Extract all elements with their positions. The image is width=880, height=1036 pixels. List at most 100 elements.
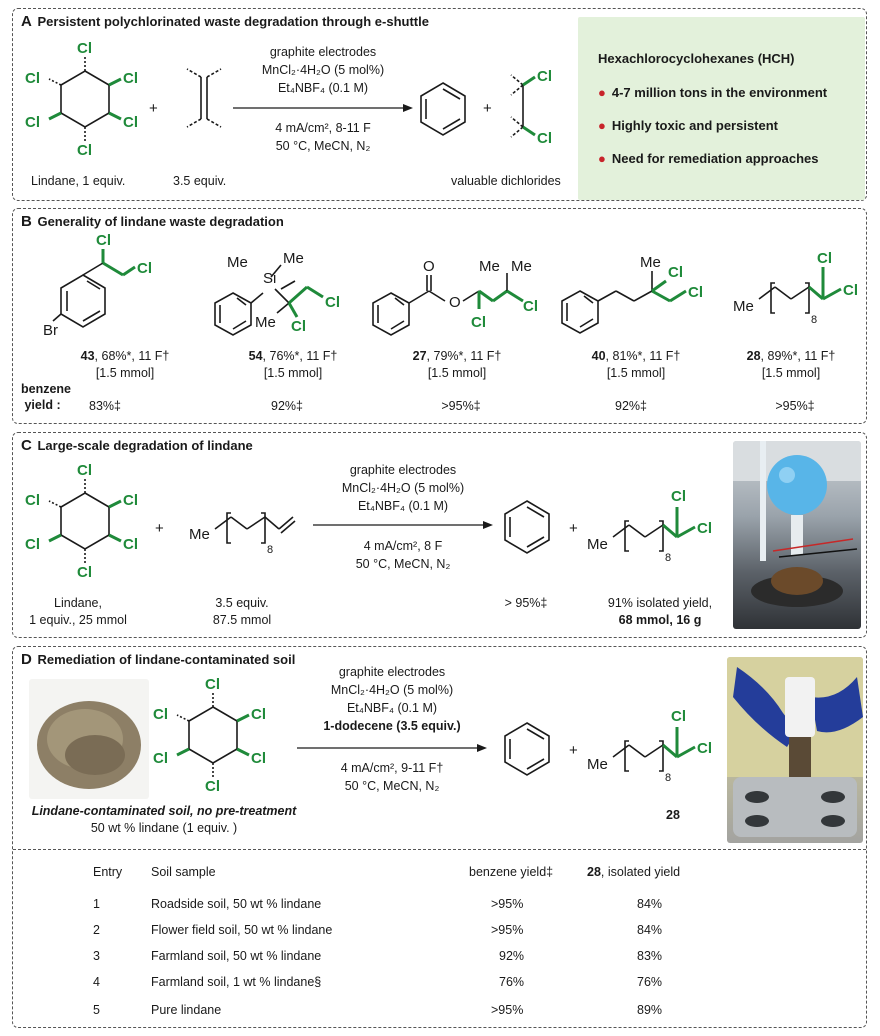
- condition-electrolyte: Et₄NBF₄ (0.1 M): [357, 499, 449, 514]
- condition-temp: 50 °C, MeCN, N₂: [275, 139, 371, 154]
- cell-sample: Farmland soil, 1 wt % lindane§: [151, 975, 322, 989]
- cell-benzene: >95%: [491, 923, 524, 937]
- table-row: 2 Flower field soil, 50 wt % lindane >95…: [13, 923, 866, 943]
- methyl-label: Me: [479, 258, 500, 275]
- cl-atom: Cl: [25, 492, 40, 509]
- cl-atom: Cl: [25, 536, 40, 553]
- panel-a-title: A Persistent polychlorinated waste degra…: [21, 13, 429, 30]
- cl-atom: Cl: [205, 676, 220, 693]
- cl-atom: Cl: [291, 318, 306, 335]
- cl-atom: Cl: [671, 708, 686, 725]
- panel-c: C Large-scale degradation of lindane Cl …: [12, 432, 867, 638]
- panel-d-title: D Remediation of lindane-contaminated so…: [21, 651, 296, 668]
- panel-a: A Persistent polychlorinated waste degra…: [12, 8, 867, 201]
- reaction-arrow: [233, 104, 413, 112]
- benzene-yield: 92%‡: [615, 399, 647, 413]
- cell-isolated: 84%: [637, 897, 663, 911]
- hch-bullet-2: ●Highly toxic and persistent: [598, 118, 779, 133]
- repeat-count: 8: [665, 772, 671, 784]
- cell-entry: 2: [93, 923, 100, 937]
- lindane-structure: Cl Cl Cl Cl Cl Cl: [153, 676, 266, 795]
- methyl-label: Me: [255, 314, 276, 331]
- product-28-structure: Me 8 Cl Cl: [587, 488, 712, 564]
- cl-atom: Cl: [77, 462, 92, 479]
- soil-photo: [29, 679, 149, 799]
- benzene-yield: 83%‡: [89, 399, 121, 413]
- cl-atom: Cl: [25, 114, 40, 131]
- soil-reactor-photo: [727, 657, 863, 843]
- lindane-structure: Cl Cl Cl Cl Cl Cl: [25, 40, 138, 159]
- cell-isolated: 83%: [637, 949, 663, 963]
- cl-atom: Cl: [77, 142, 92, 159]
- repeat-count: 8: [665, 552, 671, 564]
- bullet-icon: ●: [598, 118, 606, 133]
- cell-sample: Pure lindane: [151, 1003, 222, 1017]
- alkene-label: 3.5 equiv. 87.5 mmol: [212, 596, 272, 627]
- alkene-structure: [186, 68, 222, 128]
- table-row: 5 Pure lindane >95% 89%: [13, 1003, 866, 1023]
- compound-caption: 54, 76%*, 11 F† [1.5 mmol]: [248, 349, 338, 380]
- lindane-label: Lindane, 1 equiv.: [31, 174, 126, 188]
- table-row: 3 Farmland soil, 50 wt % lindane 92% 83%: [13, 949, 866, 969]
- cl-atom: Cl: [251, 706, 266, 723]
- methyl-label: Me: [733, 298, 754, 315]
- compound-40-structure: Me Cl Cl: [561, 254, 703, 334]
- condition-catalyst: MnCl₂·4H₂O (5 mol%): [341, 481, 465, 496]
- lindane-label: Lindane, 1 equiv., 25 mmol: [29, 596, 127, 627]
- condition-electrolyte: Et₄NBF₄ (0.1 M): [346, 701, 438, 716]
- repeat-count: 8: [267, 544, 273, 556]
- condition-electrodes: graphite electrodes: [338, 665, 446, 679]
- oxygen-atom: O: [423, 258, 435, 275]
- hch-bullet-3: ●Need for remediation approaches: [598, 151, 819, 166]
- compound-43-structure: Cl Cl Br: [43, 232, 152, 339]
- cl-atom: Cl: [325, 294, 340, 311]
- condition-current: 4 mA/cm², 9-11 F†: [340, 761, 444, 775]
- cell-entry: 1: [93, 897, 100, 911]
- compound-54-structure: Me Si Me Me Cl Cl: [214, 250, 340, 336]
- cl-atom: Cl: [671, 488, 686, 505]
- condition-current: 4 mA/cm², 8-11 F: [275, 121, 371, 135]
- benzene-structure: [504, 722, 550, 776]
- panel-c-title: C Large-scale degradation of lindane: [21, 437, 253, 454]
- cell-entry: 3: [93, 949, 100, 963]
- table-divider: [13, 849, 866, 850]
- panel-d: D Remediation of lindane-contaminated so…: [12, 646, 867, 1028]
- cl-atom: Cl: [471, 314, 486, 331]
- cl-atom: Cl: [537, 68, 552, 85]
- methyl-label: Me: [283, 250, 304, 267]
- plus-sign: +: [483, 100, 492, 117]
- conditions-below: 4 mA/cm², 9-11 F† 50 °C, MeCN, N₂: [297, 759, 487, 795]
- compound-caption: 43, 68%*, 11 F† [1.5 mmol]: [80, 349, 170, 380]
- cell-sample: Flower field soil, 50 wt % lindane: [151, 923, 333, 937]
- conditions-below: 4 mA/cm², 8-11 F 50 °C, MeCN, N₂: [233, 119, 413, 155]
- panel-b-title: B Generality of lindane waste degradatio…: [21, 213, 284, 230]
- methyl-label: Me: [587, 536, 608, 553]
- product-yield-label: 91% isolated yield, 68 mmol, 16 g: [607, 596, 713, 627]
- compound-28-structure: Me 8 Cl Cl: [733, 250, 858, 326]
- benzene-structure: [420, 82, 466, 136]
- cl-atom: Cl: [205, 778, 220, 795]
- dichloride-structure: Cl Cl: [510, 68, 552, 147]
- cell-isolated: 89%: [637, 1003, 663, 1017]
- condition-temp: 50 °C, MeCN, N₂: [344, 779, 440, 794]
- cl-atom: Cl: [697, 520, 712, 537]
- methyl-label: Me: [227, 254, 248, 271]
- methyl-label: Me: [511, 258, 532, 275]
- soil-label: Lindane-contaminated soil, no pre-treatm…: [31, 804, 297, 835]
- cell-benzene: 76%: [499, 975, 525, 989]
- cell-entry: 5: [93, 1003, 100, 1017]
- benzene-yield: > 95%‡: [504, 596, 548, 610]
- cl-atom: Cl: [523, 298, 538, 315]
- dodecene-structure: Me 8: [189, 512, 296, 556]
- cl-atom: Cl: [537, 130, 552, 147]
- methyl-label: Me: [189, 526, 210, 543]
- conditions-above: graphite electrodes MnCl₂·4H₂O (5 mol%) …: [297, 663, 487, 736]
- silicon-atom: Si: [263, 270, 276, 287]
- cell-benzene: 92%: [499, 949, 525, 963]
- condition-electrodes: graphite electrodes: [269, 45, 377, 59]
- lindane-structure: Cl Cl Cl Cl Cl Cl: [25, 462, 138, 581]
- table-row: 4 Farmland soil, 1 wt % lindane§ 76% 76%: [13, 975, 866, 995]
- condition-catalyst: MnCl₂·4H₂O (5 mol%): [330, 683, 454, 698]
- condition-electrodes: graphite electrodes: [349, 463, 457, 477]
- cell-entry: 4: [93, 975, 100, 989]
